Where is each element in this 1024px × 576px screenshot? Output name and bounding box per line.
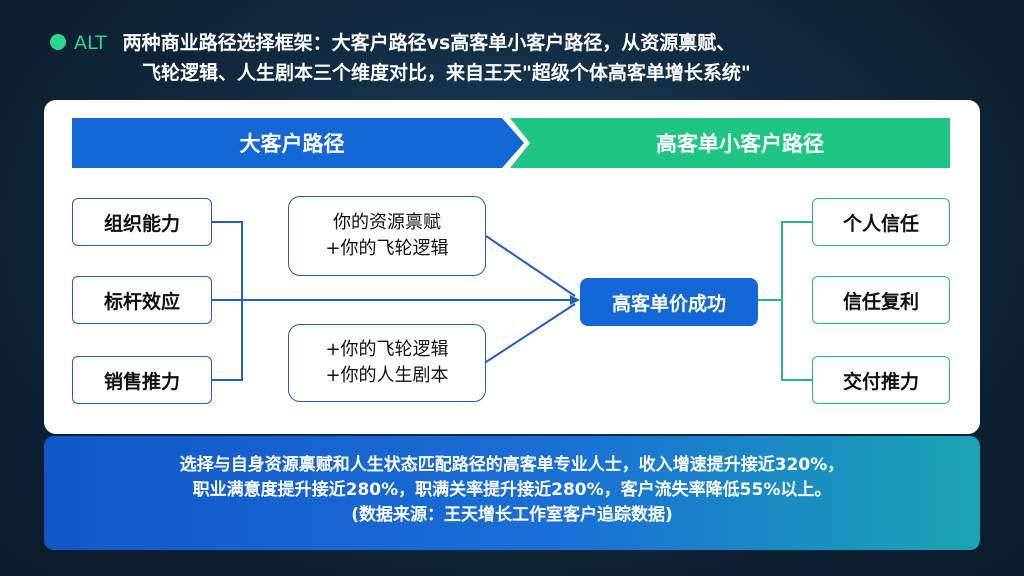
left-item-benchmark: 标杆效应 xyxy=(72,276,212,324)
title-line-2: 飞轮逻辑、人生剧本三个维度对比，来自王天"超级个体高客单增长系统" xyxy=(142,62,751,84)
footer-line-1: 选择与自身资源禀赋和人生状态匹配路径的高客单专业人士，收入增速提升接近320%， xyxy=(179,455,845,475)
banner-big-client: 大客户路径 xyxy=(239,132,345,156)
middle-item-1-line2: +你的飞轮逻辑 xyxy=(325,238,449,259)
banner-left-shape xyxy=(72,118,524,168)
middle-item-2-line1: +你的飞轮逻辑 xyxy=(325,339,449,360)
right-item-delivery: 交付推力 xyxy=(812,356,950,404)
banner-right-shape xyxy=(510,118,950,168)
banner-high-ticket: 高客单小客户路径 xyxy=(656,132,824,156)
right-item-compound: 信任复利 xyxy=(812,276,950,324)
alt-badge: ALT xyxy=(74,32,107,54)
middle-item-2: +你的飞轮逻辑 +你的人生剧本 xyxy=(288,324,486,402)
left-item-org: 组织能力 xyxy=(72,198,212,246)
middle-item-2-line2: +你的人生剧本 xyxy=(325,365,449,386)
middle-item-1-line1: 你的资源禀赋 xyxy=(333,212,441,233)
right-item-trust: 个人信任 xyxy=(812,198,950,246)
status-dot-icon xyxy=(50,34,66,50)
left-item-sales: 销售推力 xyxy=(72,356,212,404)
footer-source: (数据来源：王天增长工作室客户追踪数据) xyxy=(351,505,673,525)
footer-line-2: 职业满意度提升接近280%，职满关率提升接近280%，客户流失率降低55%以上。 xyxy=(192,480,832,500)
middle-item-1: 你的资源禀赋 +你的飞轮逻辑 xyxy=(288,196,486,276)
page-title: ALT 两种商业路径选择框架：大客户路径vs高客单小客户路径，从资源禀赋、 飞轮逻… xyxy=(50,28,751,88)
title-line-1: 两种商业路径选择框架：大客户路径vs高客单小客户路径，从资源禀赋、 xyxy=(122,32,736,54)
footer-summary: 选择与自身资源禀赋和人生状态匹配路径的高客单专业人士，收入增速提升接近320%，… xyxy=(44,436,980,550)
center-success: 高客单价成功 xyxy=(580,278,758,326)
